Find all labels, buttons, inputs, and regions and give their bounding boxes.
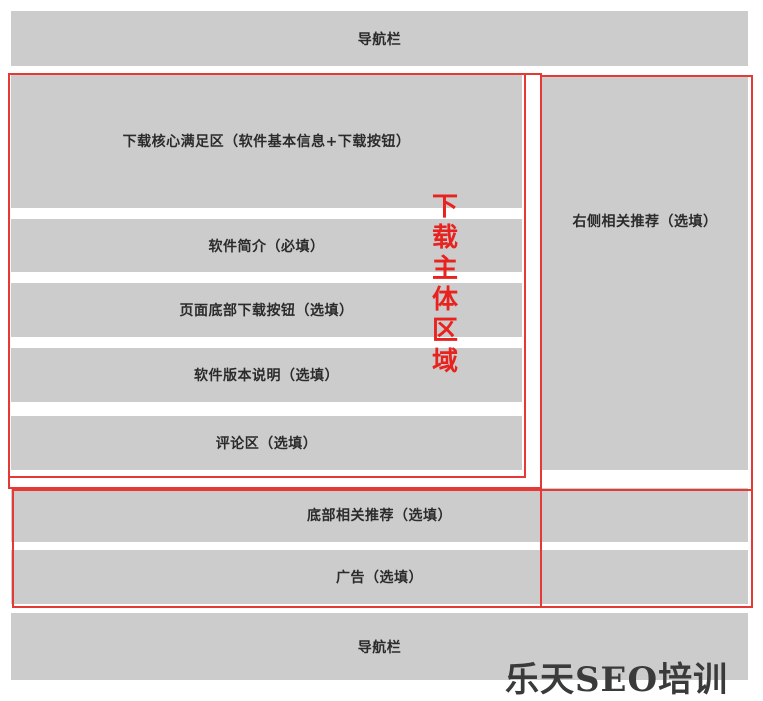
annotation-char: 区 xyxy=(431,316,458,346)
download-core-area: 下载核心满足区（软件基本信息+下载按钮） xyxy=(11,74,522,208)
annotation-char: 体 xyxy=(431,285,458,315)
software-intro-area: 软件简介（必填） xyxy=(11,219,522,272)
annotation-char: 主 xyxy=(431,254,458,284)
bottom-download-button-label: 页面底部下载按钮（选填） xyxy=(179,303,354,319)
top-nav-bar: 导航栏 xyxy=(11,11,748,66)
comments-area: 评论区（选填） xyxy=(11,416,522,470)
ad-area: 广告（选填） xyxy=(11,550,748,604)
bottom-nav-label: 导航栏 xyxy=(357,639,402,656)
software-intro-label: 软件简介（必填） xyxy=(208,238,325,255)
top-nav-label: 导航栏 xyxy=(357,31,402,48)
download-core-label: 下载核心满足区（软件基本信息+下载按钮） xyxy=(122,134,411,150)
bottom-download-button-area: 页面底部下载按钮（选填） xyxy=(11,283,522,337)
comments-label: 评论区（选填） xyxy=(215,436,318,452)
bottom-recommendations-area: 底部相关推荐（选填） xyxy=(11,488,748,542)
bottom-recommendations-label: 底部相关推荐（选填） xyxy=(307,508,452,524)
right-recommendations-label: 右侧相关推荐（选填） xyxy=(572,214,718,230)
ad-label: 广告（选填） xyxy=(336,570,423,586)
version-notes-area: 软件版本说明（选填） xyxy=(11,348,522,402)
annotation-char: 域 xyxy=(431,347,458,377)
download-main-area-annotation: 下 载 主 体 区 域 xyxy=(430,192,460,378)
bottom-nav-bar: 导航栏 xyxy=(11,613,748,680)
annotation-char: 载 xyxy=(431,223,458,253)
watermark: 乐天SEO培训 xyxy=(505,660,729,700)
version-notes-label: 软件版本说明（选填） xyxy=(194,368,339,384)
annotation-char: 下 xyxy=(431,192,458,222)
right-recommendations-area: 右侧相关推荐（选填） xyxy=(542,77,748,470)
